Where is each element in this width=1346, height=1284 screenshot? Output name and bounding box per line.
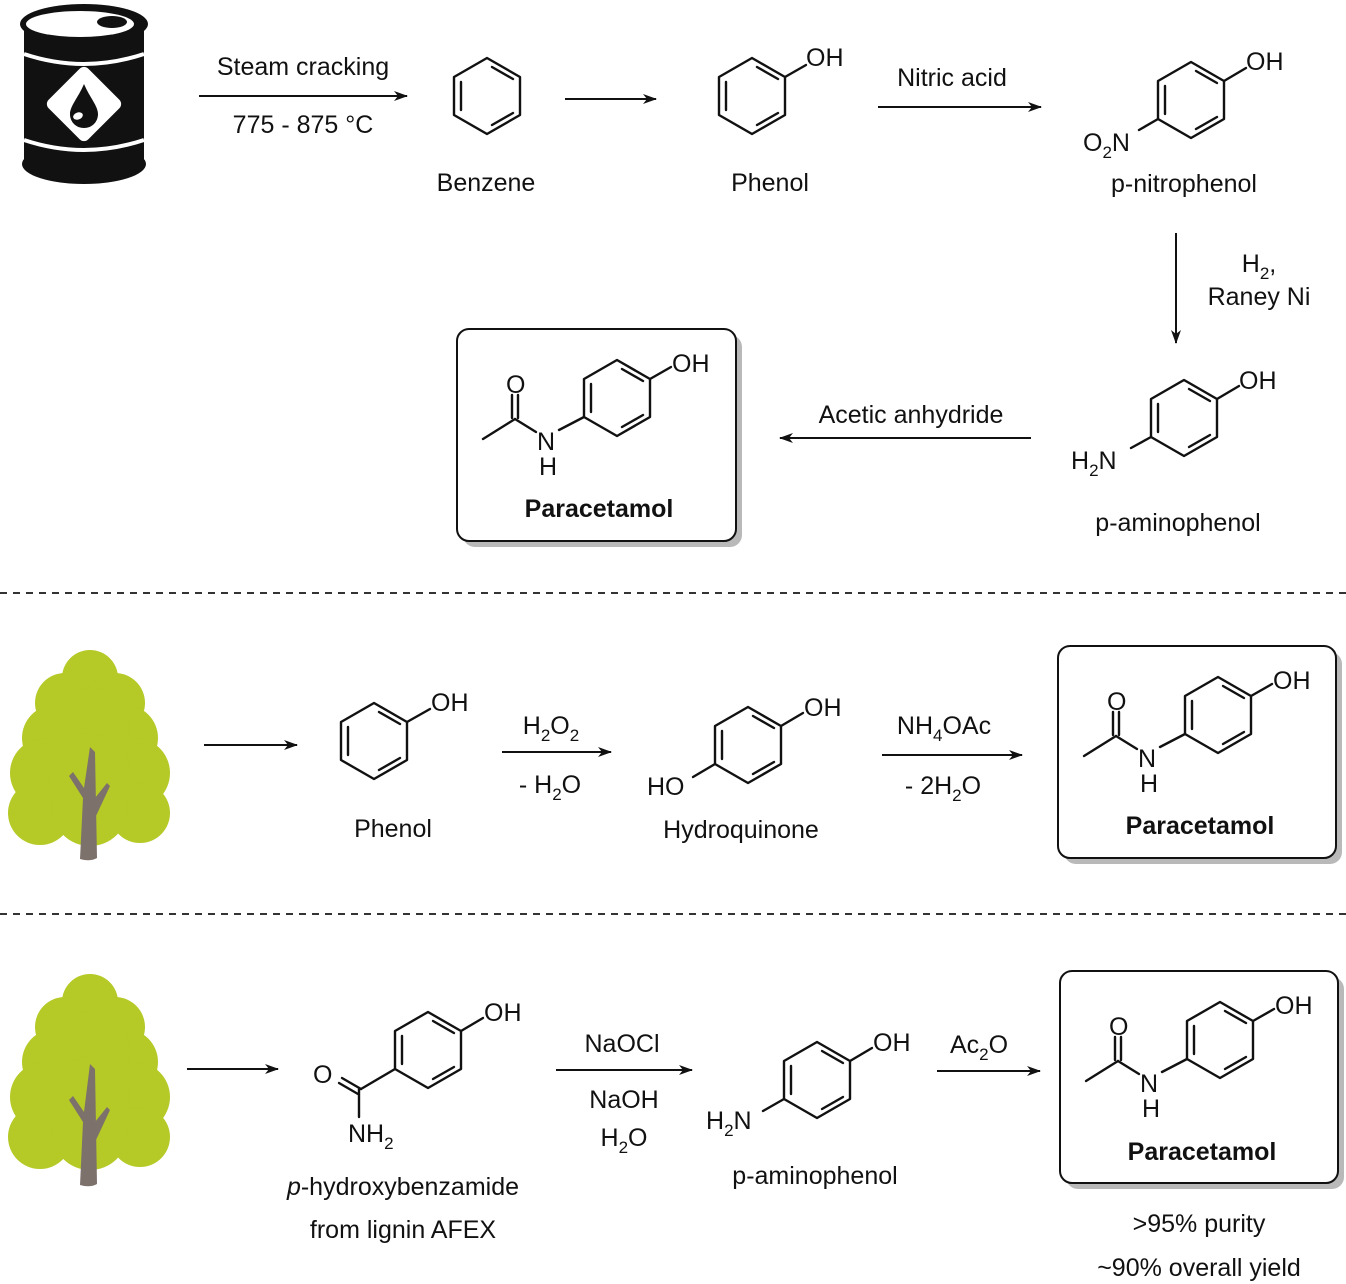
- compound-label: Paracetamol: [525, 495, 674, 523]
- route-lignin-afex: OH O NH2 p-hydroxybenzamide from lignin …: [8, 970, 1344, 1282]
- compound-label: Hydroquinone: [663, 816, 819, 844]
- condition-minus-water: - H2O: [519, 771, 581, 804]
- product-box-paracetamol: OH N H O Paracetamol: [1057, 645, 1342, 864]
- atom-label-oh: OH: [804, 694, 842, 722]
- atom-label-oh: OH: [431, 689, 469, 717]
- atom-label-n: N: [1140, 1070, 1158, 1098]
- compound-p-aminophenol: OH H2N p-aminophenol: [1071, 367, 1277, 537]
- compound-label: p-aminophenol: [1095, 509, 1260, 537]
- condition-nitric-acid: Nitric acid: [897, 64, 1007, 92]
- condition-naocl: NaOCl: [584, 1030, 659, 1058]
- paracetamol-structure: OH N H O: [481, 350, 710, 481]
- compound-p-hydroxybenzamide: OH O NH2 p-hydroxybenzamide from lignin …: [286, 999, 522, 1244]
- condition-temperature: 775 - 875 °C: [233, 111, 374, 139]
- paracetamol-structure: OH N H O: [1084, 992, 1313, 1123]
- compound-label: Phenol: [731, 169, 809, 197]
- atom-label-o2n: O2N: [1083, 129, 1130, 162]
- atom-label-o: O: [506, 371, 525, 399]
- atom-label-oh: OH: [1246, 48, 1284, 76]
- atom-label-oh: OH: [1239, 367, 1277, 395]
- compound-label-source: from lignin AFEX: [310, 1216, 497, 1244]
- atom-label-o: O: [1107, 688, 1126, 716]
- condition-minus-2-water: - 2H2O: [905, 772, 981, 805]
- compound-label: p-aminophenol: [732, 1162, 897, 1190]
- product-box-paracetamol: OH N H O Paracetamol: [456, 328, 742, 547]
- reaction-arrow-ammonium-acetate: NH4OAc - 2H2O: [882, 712, 1023, 805]
- reaction-arrow-steam-cracking: Steam cracking 775 - 875 °C: [199, 53, 408, 139]
- route-petrochemical: Steam cracking 775 - 875 °C Benzene OH P…: [20, 4, 1310, 547]
- atom-label-o: O: [313, 1061, 332, 1089]
- atom-label-h2n: H2N: [706, 1107, 752, 1140]
- atom-label-oh: OH: [873, 1029, 911, 1057]
- compound-label: p-hydroxybenzamide: [286, 1173, 519, 1201]
- condition-steam-cracking: Steam cracking: [217, 53, 389, 81]
- purity-note: >95% purity: [1133, 1210, 1266, 1238]
- condition-naoh: NaOH: [589, 1086, 658, 1114]
- condition-h2o2: H2O2: [523, 712, 579, 745]
- atom-label-oh: OH: [806, 44, 844, 72]
- oil-barrel-icon: [20, 4, 148, 184]
- compound-label: Paracetamol: [1128, 1138, 1277, 1166]
- atom-label-h: H: [1140, 770, 1158, 798]
- atom-label-n: N: [537, 428, 555, 456]
- paracetamol-structure: OH N H O: [1082, 667, 1311, 798]
- reaction-arrow-acetic-anhydride: Acetic anhydride: [779, 401, 1031, 443]
- compound-p-aminophenol: OH H2N p-aminophenol: [706, 1029, 911, 1190]
- condition-ac2o: Ac2O: [950, 1031, 1008, 1064]
- atom-label-oh: OH: [484, 999, 522, 1027]
- condition-acetic-anhydride: Acetic anhydride: [819, 401, 1004, 429]
- atom-label-nh2: NH2: [348, 1120, 394, 1153]
- reaction-arrow-hydrogenation: H2, Raney Ni: [1171, 233, 1311, 344]
- compound-hydroquinone: OH HO Hydroquinone: [647, 694, 842, 844]
- compound-label: p-nitrophenol: [1111, 170, 1257, 198]
- reaction-arrow-nitric-acid: Nitric acid: [878, 64, 1042, 112]
- compound-label: Paracetamol: [1126, 812, 1275, 840]
- condition-water: H2O: [601, 1124, 648, 1157]
- atom-label-oh: OH: [1273, 667, 1311, 695]
- reaction-arrow-hofmann: NaOCl NaOH H2O: [556, 1030, 693, 1157]
- reaction-arrow-h2o2: H2O2 - H2O: [502, 712, 612, 804]
- route-lignin-hydroquinone: OH Phenol H2O2 - H2O OH HO Hydroquinone …: [8, 645, 1342, 864]
- reaction-arrow-acetylation: Ac2O: [937, 1031, 1041, 1076]
- condition-h2: H2,: [1242, 250, 1276, 283]
- compound-label: Benzene: [437, 169, 536, 197]
- compound-p-nitrophenol: OH O2N p-nitrophenol: [1083, 48, 1284, 198]
- yield-note: ~90% overall yield: [1097, 1254, 1301, 1282]
- product-box-paracetamol: OH N H O Paracetamol: [1059, 970, 1344, 1189]
- atom-label-h: H: [1142, 1095, 1160, 1123]
- atom-label-oh: OH: [672, 350, 710, 378]
- compound-phenol: OH Phenol: [339, 689, 469, 843]
- compound-benzene: Benzene: [437, 56, 536, 197]
- compound-label: Phenol: [354, 815, 432, 843]
- condition-raney-ni: Raney Ni: [1208, 283, 1311, 311]
- atom-label-o: O: [1109, 1013, 1128, 1041]
- atom-label-oh: OH: [1275, 992, 1313, 1020]
- atom-label-ho: HO: [647, 773, 685, 801]
- tree-icon: [8, 650, 170, 861]
- atom-label-n: N: [1138, 745, 1156, 773]
- tree-icon: [8, 974, 170, 1187]
- atom-label-h: H: [539, 453, 557, 481]
- atom-label-h2n: H2N: [1071, 447, 1117, 480]
- compound-phenol: OH Phenol: [717, 44, 844, 197]
- condition-nh4oac: NH4OAc: [897, 712, 991, 745]
